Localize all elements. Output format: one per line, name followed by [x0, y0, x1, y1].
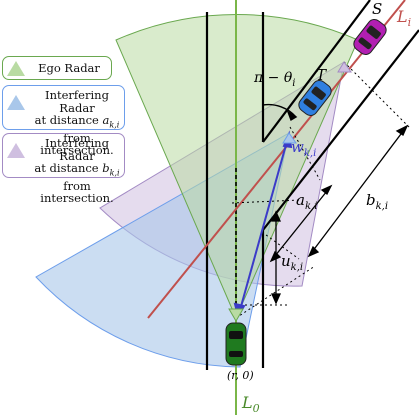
dimension-b-arrow [307, 124, 409, 258]
label-origin: (r, 0) [227, 369, 254, 382]
legend-interferer-a: Interfering Radar at distance ak,i from … [2, 85, 125, 157]
green-marker-on-lane [228, 308, 244, 322]
label-angle: π − θi [253, 70, 295, 89]
interferer-road-right [262, 29, 419, 231]
legend-interferer-b: Interfering Radar at distance bk,i from … [2, 133, 125, 205]
triangle-purple-icon [7, 143, 25, 158]
dimension-u-arrow [270, 210, 282, 305]
purple-marker-on-lane [337, 61, 352, 73]
label-w: wk,i [291, 138, 316, 159]
interferer-road-left [262, 0, 371, 143]
blue-car-icon [298, 79, 332, 117]
label-L0: L0 [241, 393, 260, 415]
label-T: T [316, 66, 327, 84]
label-S: S [372, 0, 382, 18]
triangle-blue-icon [7, 95, 25, 110]
legend-interferer-a-label: Interfering Radar at distance ak,i from … [34, 88, 120, 158]
label-a: ak,i [296, 191, 317, 212]
legend-interferer-b-label: Interfering Radar at distance bk,i from … [34, 136, 120, 206]
angle-arc [262, 103, 298, 122]
dotted-guide-4 [343, 61, 411, 129]
label-b: bk,i [366, 191, 388, 212]
label-u: uk,i [281, 252, 303, 273]
dotted-guide-1 [231, 199, 301, 204]
green-car-icon [225, 322, 247, 366]
triangle-green-icon [7, 61, 25, 76]
legend-ego-label: Ego Radar [38, 61, 100, 75]
blue-marker-on-lane [282, 132, 297, 144]
label-Li: Li [396, 7, 411, 29]
dotted-guide-3 [289, 126, 321, 181]
legend-ego: Ego Radar [2, 56, 112, 80]
purple-car-icon [353, 18, 387, 56]
dotted-guide-5 [235, 265, 316, 319]
